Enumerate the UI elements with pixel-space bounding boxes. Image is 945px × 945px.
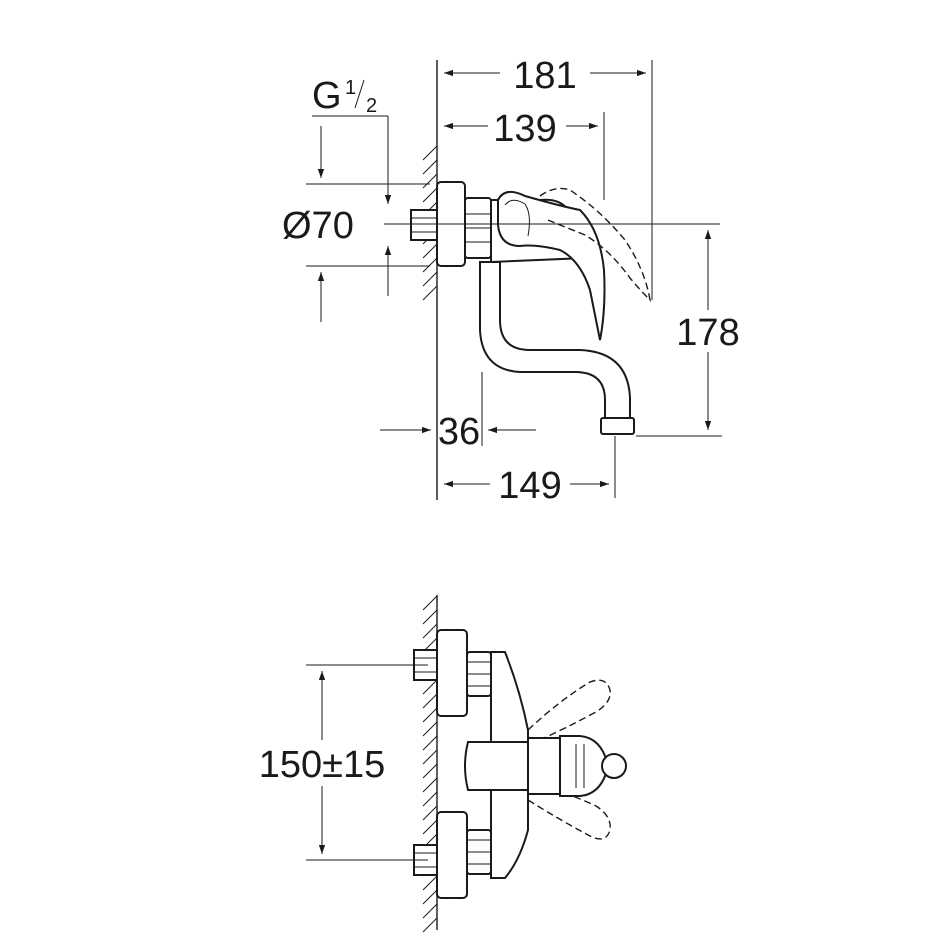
wall-hatch-line — [422, 721, 438, 737]
mixer-body-side — [410, 181, 652, 435]
wall-side — [422, 60, 438, 500]
dim-diameter: Ø70 — [282, 126, 430, 322]
dim-spacing: 150±15 — [259, 664, 428, 861]
wall-hatch-line — [422, 243, 438, 259]
wall-hatch-line — [422, 285, 438, 301]
wall-hatch-line — [422, 917, 438, 933]
wall-hatch-line — [422, 805, 438, 821]
wall-hatch-line — [422, 623, 438, 639]
wall-hatch-line — [422, 679, 438, 695]
wall-front — [422, 595, 438, 933]
wall-hatch-line — [422, 173, 438, 189]
dim-diameter-label: Ø70 — [282, 205, 354, 247]
mixer-body-front — [413, 629, 627, 899]
dim-178: 178 — [636, 230, 740, 437]
front-view: 150±15 — [259, 595, 627, 933]
dim-181: 181 — [444, 55, 653, 300]
wall-hatch-line — [422, 749, 438, 765]
dim-spacing-label: 150±15 — [259, 744, 386, 786]
thread-letter: G — [312, 75, 342, 117]
wall-hatch-line — [422, 735, 438, 751]
wall-hatch-line — [422, 693, 438, 709]
wall-hatch-line — [422, 595, 438, 611]
wall-hatch-line — [422, 791, 438, 807]
wall-hatch-line — [422, 889, 438, 905]
wall-hatch-line — [422, 271, 438, 287]
dim-36: 36 — [380, 372, 536, 453]
thread-denominator: 2 — [366, 95, 377, 117]
wall-hatch-line — [422, 257, 438, 273]
wall-hatch-line — [422, 763, 438, 779]
wall-hatch-line — [422, 819, 438, 835]
dim-149-label: 149 — [498, 465, 561, 507]
wall-hatch-line — [422, 875, 438, 891]
wall-hatch-line — [422, 777, 438, 793]
dim-139-label: 139 — [493, 108, 556, 150]
wall-hatch-line — [422, 145, 438, 161]
dim-139: 139 — [444, 108, 605, 200]
dim-178-label: 178 — [676, 312, 739, 354]
wall-hatch-line — [422, 707, 438, 723]
dim-181-label: 181 — [513, 55, 576, 97]
wall-hatch-line — [422, 609, 438, 625]
wall-hatch-line — [422, 159, 438, 175]
dim-36-label: 36 — [438, 411, 480, 453]
wall-hatch-line — [422, 187, 438, 203]
side-view: 181 139 G 1 2 Ø70 — [282, 55, 740, 507]
dim-149: 149 — [444, 436, 616, 507]
thread-numerator: 1 — [345, 77, 356, 99]
wall-hatch-line — [422, 903, 438, 919]
thread-label: G 1 2 — [312, 75, 392, 296]
